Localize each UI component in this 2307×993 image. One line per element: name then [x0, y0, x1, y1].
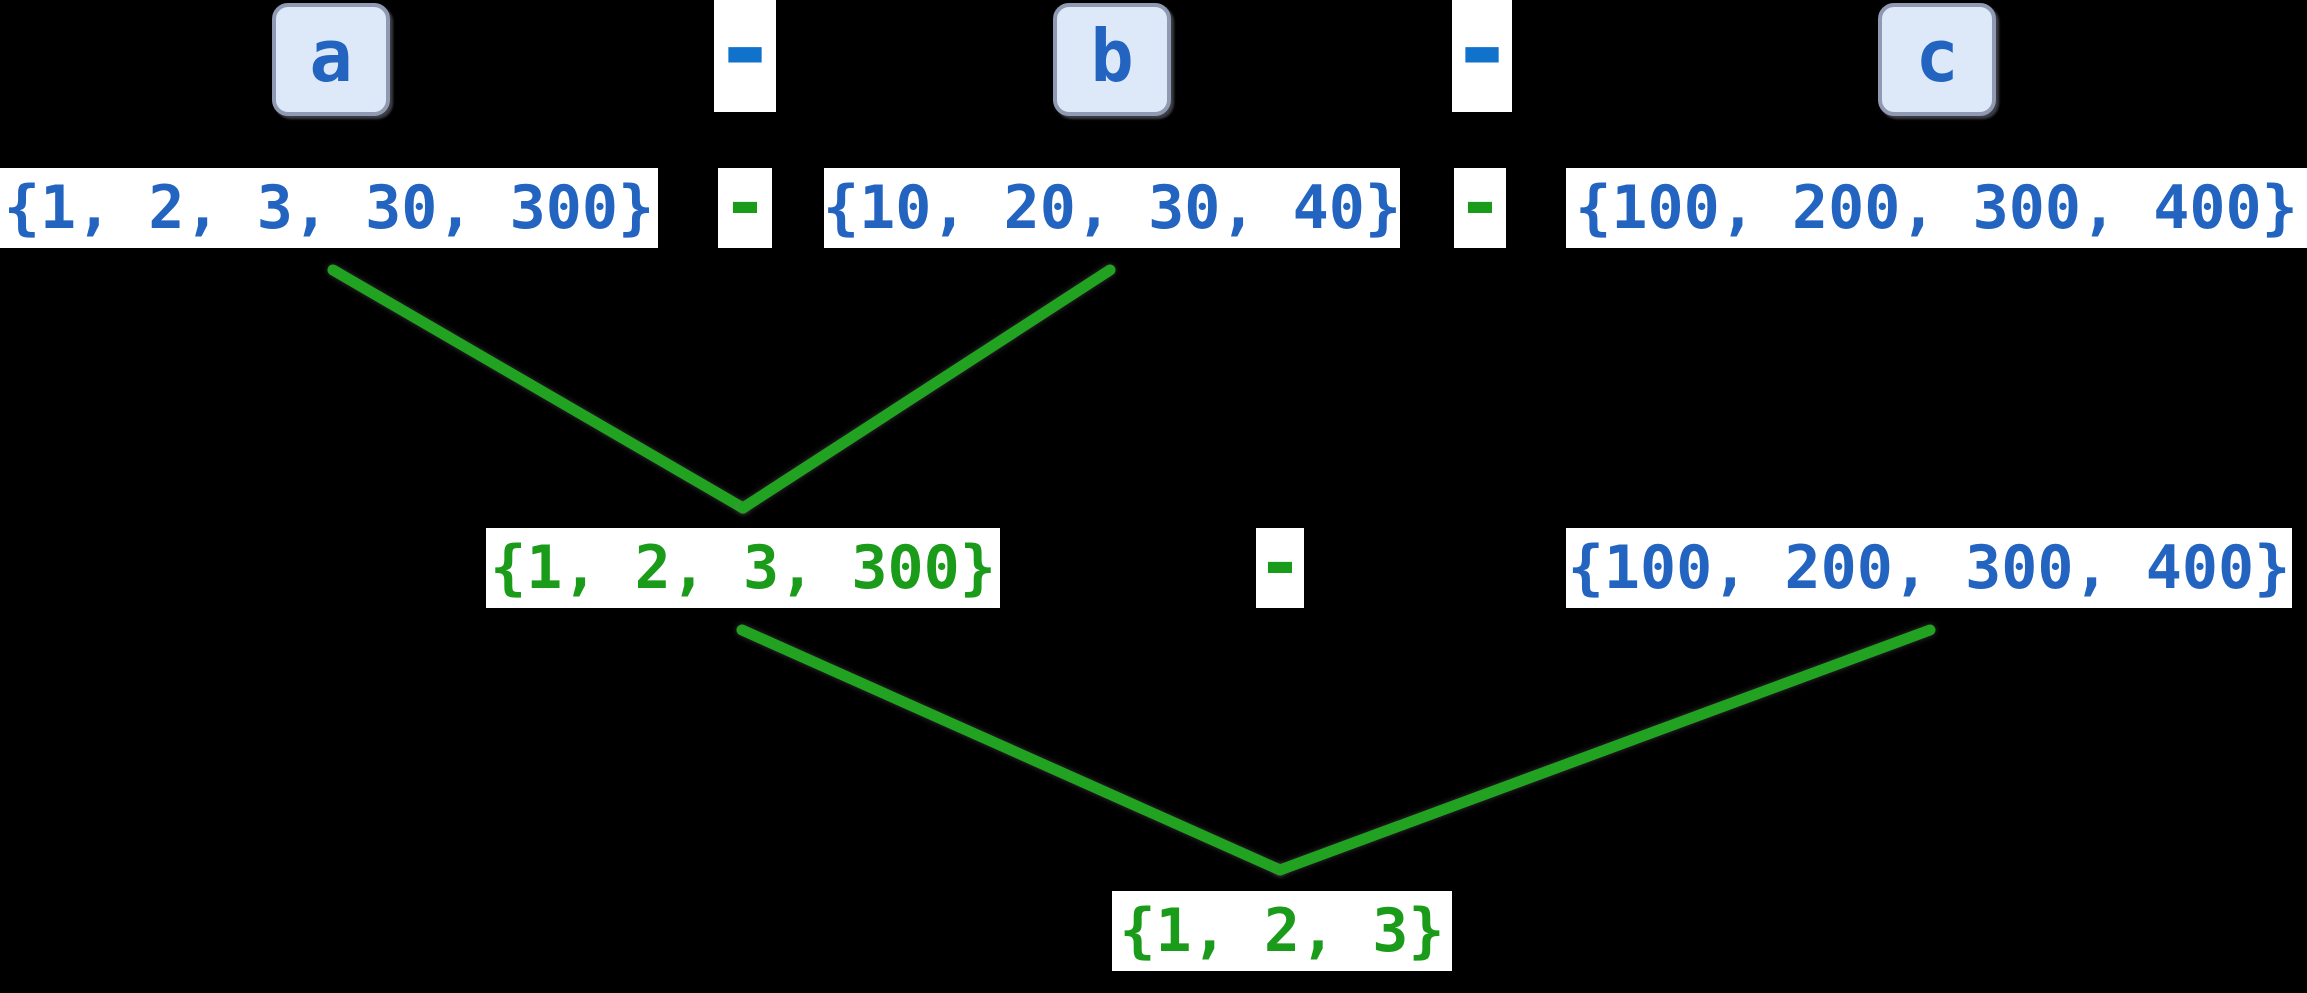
- edge-set-b-to-intermediate: [737, 264, 1116, 514]
- minus-operator-top-2: -: [1449, 0, 1515, 112]
- set-literal-a: {1, 2, 3, 30, 300}: [0, 168, 658, 248]
- set-b-text: {10, 20, 30, 40}: [823, 173, 1401, 243]
- set-a-text: {1, 2, 3, 30, 300}: [3, 173, 655, 243]
- minus-operator-row2-1: -: [718, 165, 772, 248]
- intermediate-result-a-minus-b: {1, 2, 3, 300}: [486, 528, 1000, 608]
- edge-set-a-to-intermediate: [327, 264, 749, 514]
- variable-label-b: b: [1090, 13, 1134, 98]
- edge-set-c-to-final: [1274, 624, 1936, 876]
- set-literal-c-repeat: {100, 200, 300, 400}: [1566, 528, 2292, 608]
- minus-operator-row2-2: -: [1454, 165, 1506, 248]
- set-c-text: {100, 200, 300, 400}: [1575, 173, 2298, 243]
- variable-box-b: b: [1053, 3, 1171, 116]
- intermediate-result-text: {1, 2, 3, 300}: [490, 533, 996, 603]
- minus-operator-top-1: -: [712, 0, 778, 112]
- variable-box-c: c: [1878, 3, 1996, 116]
- variable-label-a: a: [309, 13, 353, 98]
- variable-box-a: a: [272, 3, 390, 116]
- final-result-text: {1, 2, 3}: [1119, 896, 1445, 966]
- set-literal-b: {10, 20, 30, 40}: [823, 168, 1401, 248]
- minus-operator-row3: -: [1256, 519, 1304, 609]
- edge-intermediate-to-final: [736, 624, 1286, 876]
- final-result: {1, 2, 3}: [1112, 891, 1452, 971]
- set-literal-c: {100, 200, 300, 400}: [1566, 168, 2307, 248]
- variable-label-c: c: [1915, 13, 1959, 98]
- set-c-repeat-text: {100, 200, 300, 400}: [1567, 533, 2291, 603]
